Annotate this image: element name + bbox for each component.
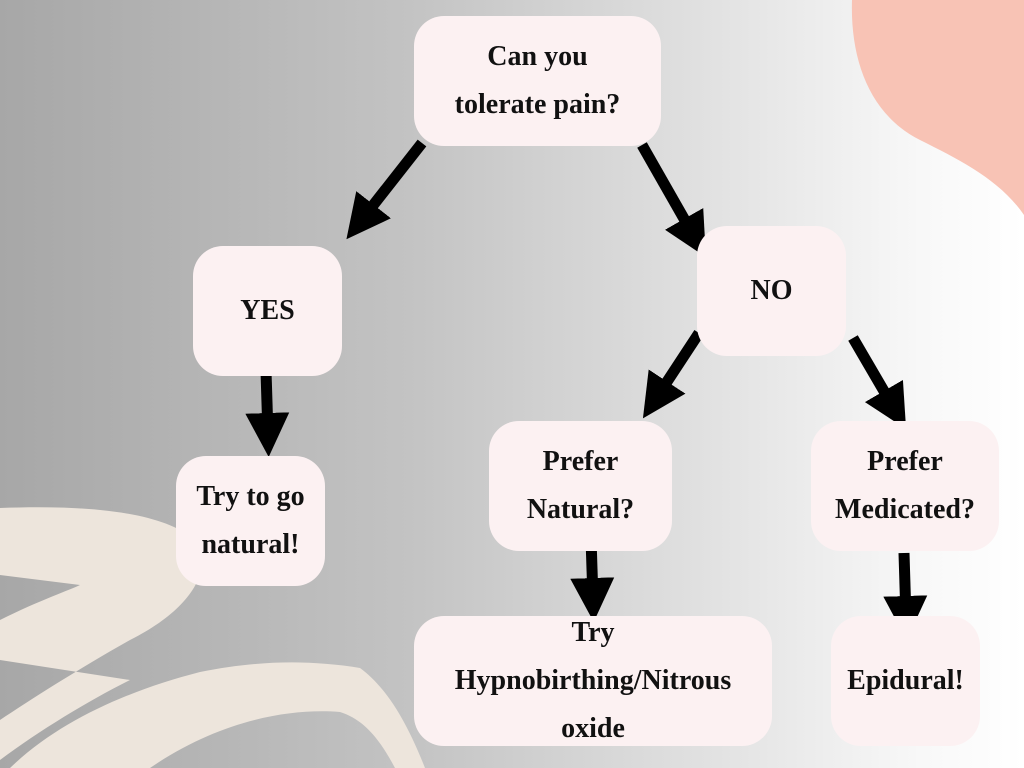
pink-wave-shape xyxy=(851,0,1024,215)
cream-swirl-shape xyxy=(0,507,425,768)
arrow-no-to-prefer-natural xyxy=(642,329,704,419)
node-label: Can you tolerate pain? xyxy=(454,41,621,120)
node-try-hypnobirthing-nitrous-oxide: Try Hypnobirthing/Nitrous oxide xyxy=(414,616,772,746)
node-label: Epidural! xyxy=(847,665,964,696)
node-label: NO xyxy=(750,275,793,306)
arrow-pain-to-yes xyxy=(346,139,427,240)
arrow-yes-to-try-natural xyxy=(245,370,290,457)
node-label: Prefer Natural? xyxy=(526,446,635,525)
arrow-no-to-prefer-medicated xyxy=(848,335,907,430)
node-label: YES xyxy=(240,295,295,326)
arrow-prefer-medicated-to-epidural xyxy=(883,552,928,640)
arrow-pain-to-no xyxy=(637,142,706,258)
node-prefer-natural: Prefer Natural? xyxy=(489,421,672,551)
node-try-to-go-natural: Try to go natural! xyxy=(176,456,325,586)
node-label: Try Hypnobirthing/Nitrous oxide xyxy=(454,617,732,744)
node-prefer-medicated: Prefer Medicated? xyxy=(811,421,999,551)
node-label: Try to go natural! xyxy=(196,481,305,560)
node-yes: YES xyxy=(193,246,342,376)
node-no: NO xyxy=(697,226,846,356)
node-can-you-tolerate-pain: Can you tolerate pain? xyxy=(414,16,661,146)
node-epidural: Epidural! xyxy=(831,616,980,746)
node-label: Prefer Medicated? xyxy=(835,446,975,525)
